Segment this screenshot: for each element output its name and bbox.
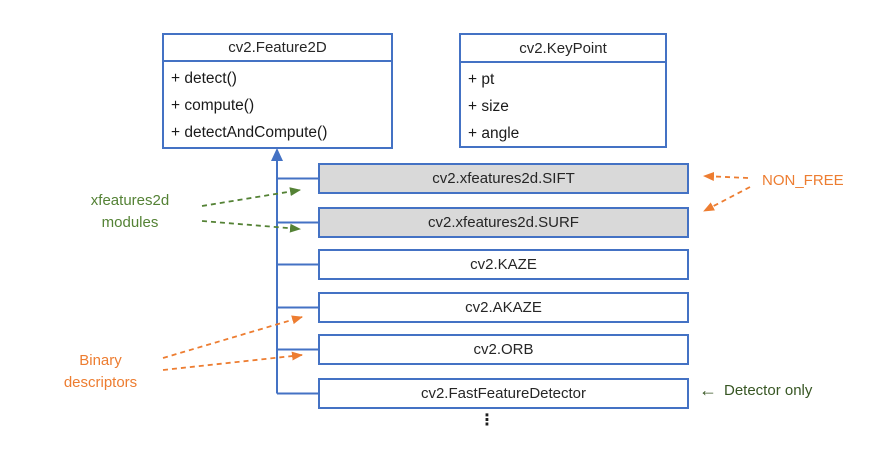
subclass-box-surf: cv2.xfeatures2d.SURF — [318, 207, 689, 238]
member-angle: + angle — [468, 125, 520, 142]
member-detect-and-compute: + detectAndCompute() — [171, 124, 328, 141]
subclass-box-kaze: cv2.KAZE — [318, 249, 689, 280]
label-binary-line2: descriptors — [63, 374, 138, 391]
class-title-feature2d: cv2.Feature2D — [164, 35, 391, 62]
class-members-keypoint: + pt + size + angle — [461, 63, 665, 150]
subclass-box-fast-feature-detector: cv2.FastFeatureDetector — [318, 378, 689, 409]
binary-descriptor-arrows — [162, 315, 303, 371]
label-detector-only-text: Detector only — [724, 382, 813, 399]
inheritance-arrowhead-icon — [271, 148, 283, 161]
inheritance-trunk — [276, 159, 319, 395]
label-non-free: NON_FREE — [762, 172, 844, 189]
member-compute: + compute() — [171, 97, 255, 114]
member-detect: + detect() — [171, 70, 237, 87]
member-size: + size — [468, 98, 509, 115]
member-pt: + pt — [468, 71, 495, 88]
label-xfeatures2d-modules: xfeatures2d modules — [55, 190, 205, 234]
subclass-box-akaze: cv2.AKAZE — [318, 292, 689, 323]
class-title-keypoint: cv2.KeyPoint — [461, 35, 665, 63]
label-binary-line1: Binary — [79, 352, 122, 369]
more-classes-ellipsis: ⋮ — [479, 412, 495, 429]
label-detector-only: ← Detector only — [699, 380, 813, 400]
label-xfeatures2d-line1: xfeatures2d — [90, 192, 170, 209]
subclass-box-sift: cv2.xfeatures2d.SIFT — [318, 163, 689, 194]
left-arrow-icon: ← — [699, 380, 717, 400]
class-box-keypoint: cv2.KeyPoint + pt + size + angle — [459, 33, 667, 148]
class-box-feature2d: cv2.Feature2D + detect() + compute() + d… — [162, 33, 393, 149]
non-free-arrows — [703, 171, 751, 212]
subclass-box-orb: cv2.ORB — [318, 334, 689, 365]
class-members-feature2d: + detect() + compute() + detectAndComput… — [164, 62, 391, 149]
label-binary-descriptors: Binary descriptors — [28, 350, 173, 394]
xfeatures2d-arrows — [201, 187, 301, 233]
label-xfeatures2d-line2: modules — [101, 214, 159, 231]
